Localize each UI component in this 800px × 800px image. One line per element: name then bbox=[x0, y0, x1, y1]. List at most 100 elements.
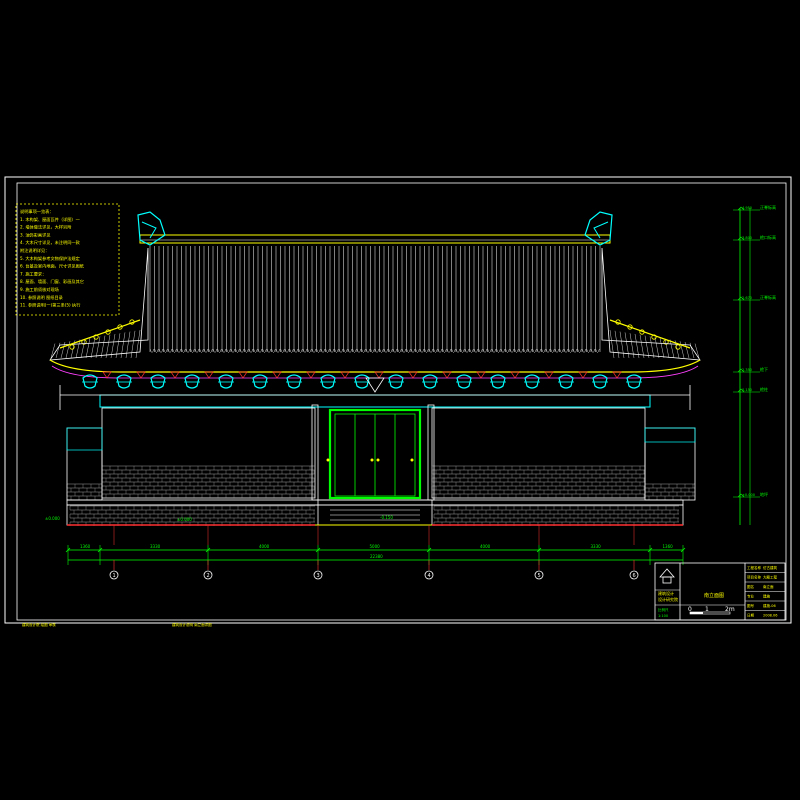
bracket-set bbox=[354, 374, 370, 389]
title-block: 建筑设计 设计研究院 南立面图 比例尺 1:100 0 1 2m 工程名称仿古建… bbox=[654, 562, 786, 621]
note-line: 说明事项一览表： bbox=[20, 208, 54, 215]
elevation-label: 檐柱 bbox=[760, 386, 768, 392]
elevation-dim: 0.150 bbox=[742, 388, 752, 392]
bracket-set bbox=[558, 374, 574, 389]
title-field-value: 2008.06 bbox=[763, 614, 777, 618]
note-line: 5. 大木构架参考文物保护法规定 bbox=[20, 255, 80, 262]
bracket-set bbox=[388, 374, 404, 389]
axis-label: 2 bbox=[207, 573, 210, 579]
ground-level-left: ±0.000 bbox=[45, 516, 60, 521]
axis-bubble bbox=[534, 570, 544, 580]
left-hip bbox=[49, 247, 149, 361]
scale-bar: 0 1 2m bbox=[688, 606, 735, 615]
main-door bbox=[326, 408, 422, 500]
entry-steps bbox=[317, 499, 433, 526]
elevation-label: 地坪 bbox=[760, 491, 768, 497]
ground-level-mid: ±0.000 bbox=[177, 517, 192, 522]
title-field-label: 工程名称 bbox=[747, 565, 761, 570]
title-field-value: 建施-06 bbox=[763, 603, 776, 608]
bracket-set bbox=[490, 374, 506, 389]
note-line: 6. 台基及室内地面，尺寸详见图纸 bbox=[20, 263, 85, 270]
axis-label: 1 bbox=[113, 573, 116, 579]
title-field-value: 南立面 bbox=[763, 584, 774, 589]
note-line: 4. 大木尺寸详见，未注明同一款 bbox=[20, 239, 81, 246]
bracket-set bbox=[116, 374, 132, 389]
elevation-label: 正脊标高 bbox=[760, 204, 776, 210]
scale-mark-1: 1 bbox=[705, 606, 709, 613]
bracket-set bbox=[286, 374, 302, 389]
bracket-set bbox=[592, 374, 608, 389]
right-hip bbox=[601, 247, 701, 361]
elevation-dim: 4.950 bbox=[742, 206, 752, 210]
elevation-label: 檐口标高 bbox=[760, 234, 776, 240]
title-field-label: 图名 bbox=[747, 584, 754, 589]
title-field-label: 专业 bbox=[747, 594, 755, 599]
inner-frame bbox=[16, 182, 787, 621]
dimension-value: 1360 bbox=[80, 544, 91, 549]
bracket-set bbox=[252, 374, 268, 389]
bracket-set bbox=[320, 374, 336, 389]
axis-bubble bbox=[424, 570, 434, 580]
bracket-set bbox=[524, 374, 540, 389]
eave-line bbox=[49, 359, 701, 373]
note-line: 1. 木构架、屋面瓦件（详图）一 bbox=[20, 216, 80, 223]
elevation-dim: 2.350 bbox=[742, 368, 752, 372]
scale-mark-0: 0 bbox=[688, 606, 692, 613]
axis-bubble bbox=[203, 570, 213, 580]
bracket-set bbox=[218, 374, 234, 389]
company-logo-icon bbox=[659, 568, 675, 584]
note-line: 9. 施工前须核对现场 bbox=[20, 286, 59, 293]
main-ridge bbox=[139, 234, 611, 244]
logo-text: 建筑设计 bbox=[658, 590, 674, 596]
ground-level-door: -0.150 bbox=[380, 515, 393, 520]
notes-box: 说明事项一览表：1. 木构架、屋面瓦件（详图）一2. 墙体做法详见，大样另附3.… bbox=[15, 203, 120, 316]
company-name: 设计研究院 bbox=[658, 596, 678, 602]
architrave bbox=[99, 394, 651, 408]
title-field-label: 日期 bbox=[747, 613, 755, 618]
axis-label: 6 bbox=[633, 573, 636, 579]
elevation-label: 檐下 bbox=[760, 366, 768, 372]
axis-bubble bbox=[109, 570, 119, 580]
note-line: 附注说明详见： bbox=[20, 247, 49, 254]
note-line: 11. 参照说明(一)第三条(5) 执行 bbox=[20, 302, 80, 309]
note-line: 3. 油饰彩画详见 bbox=[20, 231, 50, 238]
elevation-label: 正脊标高 bbox=[760, 294, 776, 300]
elevation-dim: ±0.000 bbox=[742, 493, 755, 497]
left-ridge-beast bbox=[137, 211, 166, 246]
bracket-set bbox=[422, 374, 438, 389]
axis-bubble bbox=[313, 570, 323, 580]
axis-bubble bbox=[629, 570, 639, 580]
dimension-value: 1360 bbox=[663, 544, 674, 549]
dimension-value: 4000 bbox=[259, 544, 270, 549]
note-line: 8. 屋面、墙面、门窗、彩画及其它 bbox=[20, 278, 84, 285]
dimension-value: 3330 bbox=[591, 544, 602, 549]
drawing-frame bbox=[4, 176, 792, 624]
plinth-top bbox=[66, 499, 684, 506]
note-line: 10. 参照说明 图纸目录 bbox=[20, 294, 63, 301]
right-side-wall bbox=[644, 427, 696, 501]
roof-tile-field bbox=[50, 246, 700, 359]
dougong-brackets bbox=[82, 371, 642, 393]
footer-center: 建筑设计说明 南立面详图 bbox=[172, 622, 212, 627]
axis-label: 4 bbox=[428, 573, 431, 579]
elevation-dim: 2.670 bbox=[742, 296, 752, 300]
title-field-value: 建施 bbox=[763, 594, 771, 599]
dimension-value: 4000 bbox=[480, 544, 491, 549]
bracket-set bbox=[184, 374, 200, 389]
dimension-total: 22380 bbox=[370, 554, 383, 559]
drawing-title: 南立面图 bbox=[704, 592, 724, 599]
axis-label: 5 bbox=[538, 573, 541, 579]
bracket-set bbox=[82, 374, 98, 389]
scale-value: 1:100 bbox=[658, 614, 668, 618]
elevation-dim: 3.800 bbox=[742, 236, 752, 240]
bracket-set bbox=[456, 374, 472, 389]
bracket-set bbox=[150, 374, 166, 389]
bracket-set bbox=[626, 374, 642, 389]
title-field-label: 项目名称 bbox=[747, 575, 761, 580]
title-field-value: 大殿工程 bbox=[763, 575, 777, 580]
ground-level-tags: ±0.000 ±0.000 -0.150 bbox=[45, 515, 393, 522]
title-field-label: 图号 bbox=[747, 603, 755, 608]
brick-pattern bbox=[66, 465, 695, 526]
axis-label: 3 bbox=[317, 573, 320, 579]
